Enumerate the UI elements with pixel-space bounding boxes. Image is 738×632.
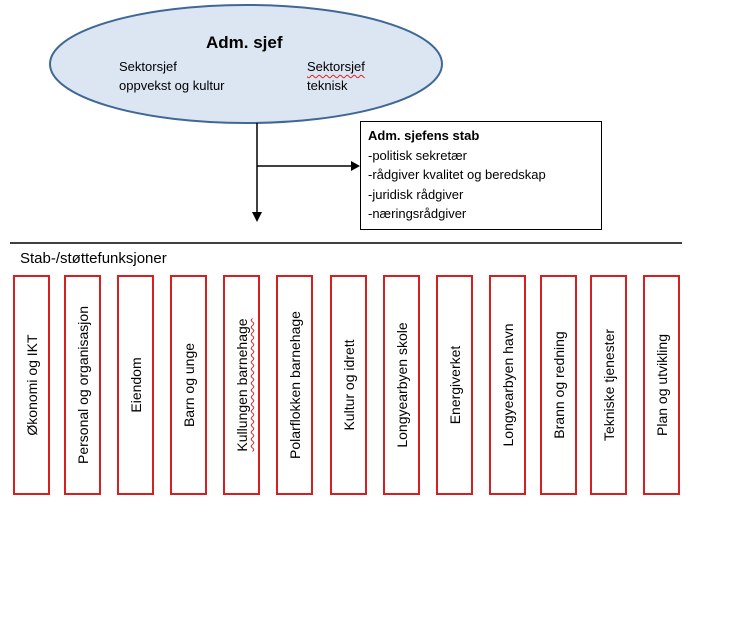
function-label: Longyearbyen havn <box>499 323 516 447</box>
function-label: Tekniske tjenester <box>600 328 617 442</box>
function-box-eiendom: Eiendom <box>117 275 154 495</box>
staff-item: -rådgiver kvalitet og beredskap <box>368 167 546 182</box>
sector-right-line2: teknisk <box>307 78 348 93</box>
function-label: Personal og organisasjon <box>74 306 91 464</box>
sector-left: Sektorsjef oppvekst og kultur <box>119 57 225 95</box>
staff-item: -politisk sekretær <box>368 147 467 163</box>
function-label: Eiendom <box>127 357 144 413</box>
function-box-skole: Longyearbyen skole <box>383 275 420 495</box>
function-label: Kultur og idrett <box>340 339 357 431</box>
function-box-kullungen: Kullungen barnehage <box>223 275 260 495</box>
function-label: Kullungen barnehage <box>233 318 250 452</box>
function-box-havn: Longyearbyen havn <box>489 275 526 495</box>
adm-sjef-ellipse <box>49 4 443 124</box>
adm-sjef-title: Adm. sjef <box>206 33 283 52</box>
sector-right: Sektorsjef teknisk <box>307 57 365 95</box>
function-label: Plan og utvikling <box>653 334 670 436</box>
function-box-okonomi: Økonomi og IKT <box>13 275 50 495</box>
function-box-energiverket: Energiverket <box>436 275 473 495</box>
function-label: Brann og redning <box>550 331 567 439</box>
function-box-brann: Brann og redning <box>540 275 577 495</box>
staff-item: -næringsrådgiver <box>368 206 467 221</box>
section-label: Stab-/støttefunksjoner <box>20 250 167 267</box>
staff-title: Adm. sjefens stab <box>368 128 480 143</box>
function-label: Polarflokken barnehage <box>286 311 303 459</box>
function-box-tekniske: Tekniske tjenester <box>590 275 627 495</box>
staff-item: -juridisk rådgiver <box>368 186 464 202</box>
function-label: Energiverket <box>446 345 463 425</box>
function-label: Økonomi og IKT <box>23 334 40 436</box>
right-arrowhead <box>351 161 360 171</box>
staff-box: Adm. sjefens stab -politisk sekretær -rå… <box>360 121 602 230</box>
function-label: Longyearbyen skole <box>393 322 410 448</box>
function-box-plan: Plan og utvikling <box>643 275 680 495</box>
sector-left-line2: oppvekst og kultur <box>119 78 225 93</box>
function-box-barn-og-unge: Barn og unge <box>170 275 207 495</box>
down-arrowhead <box>252 212 262 222</box>
function-label: Barn og unge <box>180 342 197 428</box>
sector-right-line1: Sektorsjef <box>307 59 365 74</box>
function-box-polarflokken: Polarflokken barnehage <box>276 275 313 495</box>
function-box-kultur: Kultur og idrett <box>330 275 367 495</box>
sector-left-line1: Sektorsjef <box>119 59 177 74</box>
function-box-personal: Personal og organisasjon <box>64 275 101 495</box>
